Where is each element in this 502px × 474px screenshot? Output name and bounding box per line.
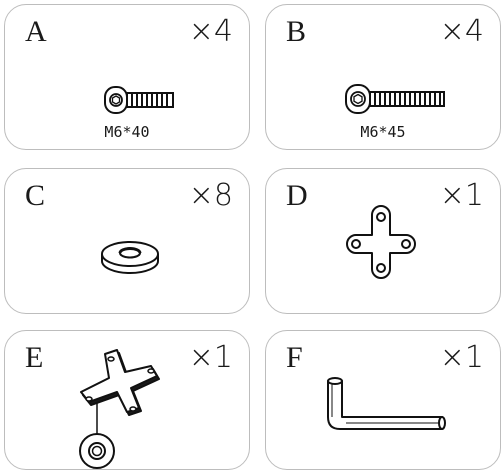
part-card-d: D ×1 bbox=[265, 168, 501, 314]
part-quantity: ×8 bbox=[189, 179, 233, 213]
part-letter: D bbox=[286, 179, 308, 213]
part-letter: B bbox=[286, 15, 306, 49]
part-letter: F bbox=[286, 341, 303, 375]
cross-bracket-with-disc-icon bbox=[67, 351, 177, 471]
bolt-icon bbox=[103, 85, 177, 115]
part-quantity: ×1 bbox=[189, 341, 233, 375]
allen-key-icon bbox=[320, 373, 450, 433]
washer-icon bbox=[99, 237, 161, 277]
part-spec: M6*45 bbox=[266, 123, 500, 141]
part-card-e: E ×1 bbox=[4, 330, 250, 470]
part-letter: C bbox=[25, 179, 45, 213]
part-letter: A bbox=[25, 15, 47, 49]
part-letter: E bbox=[25, 341, 43, 375]
part-quantity: ×1 bbox=[440, 341, 484, 375]
part-spec: M6*40 bbox=[5, 123, 249, 141]
part-quantity: ×4 bbox=[440, 15, 484, 49]
part-card-a: A ×4 M6*40 bbox=[4, 4, 250, 150]
part-card-b: B ×4 M6*45 bbox=[265, 4, 501, 150]
bolt-icon bbox=[344, 83, 448, 115]
part-quantity: ×4 bbox=[189, 15, 233, 49]
part-card-c: C ×8 bbox=[4, 168, 250, 314]
part-card-f: F ×1 bbox=[265, 330, 501, 470]
cross-plate-icon bbox=[346, 209, 416, 281]
part-quantity: ×1 bbox=[440, 179, 484, 213]
